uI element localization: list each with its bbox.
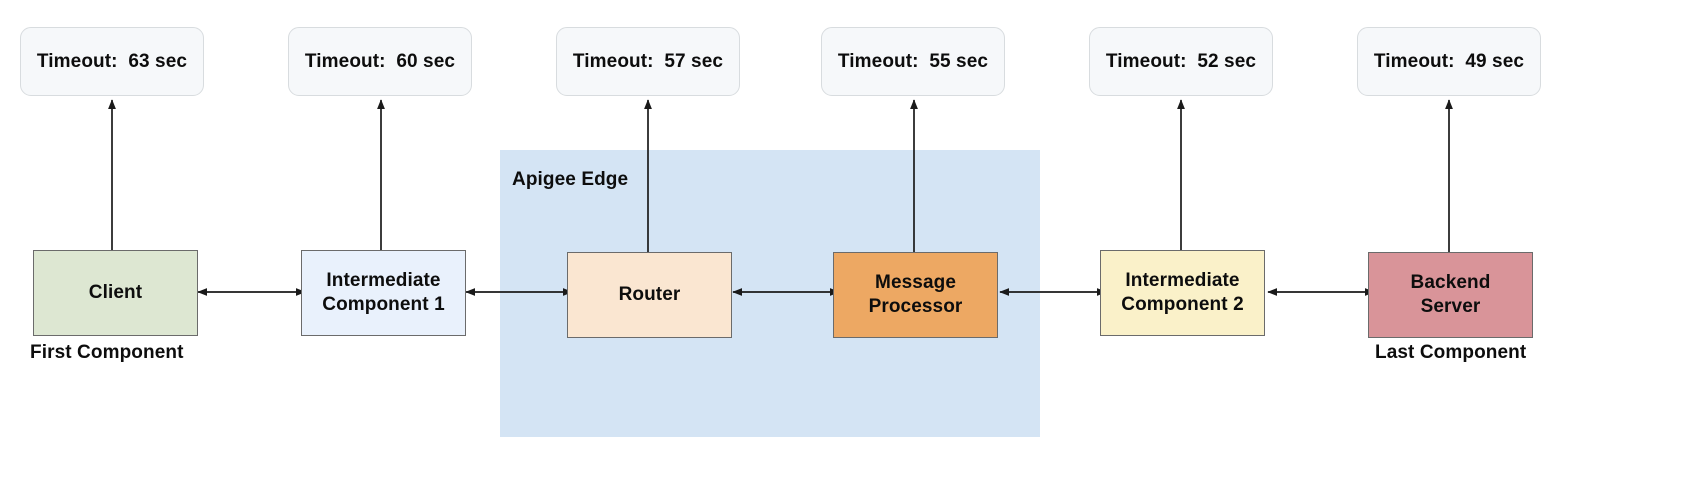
node-intermediate-component-1-label: Intermediate Component 1 [316,269,451,318]
node-intermediate-component-1-line1: Intermediate [326,269,441,291]
node-backend-server-line1: Backend [1410,271,1491,293]
node-intermediate-component-2-line2: Component 2 [1121,294,1244,315]
caption-last-component: Last Component [1375,342,1527,363]
timeout-label-client: Timeout: 63 sec [36,50,188,72]
node-intermediate-component-2-label: Intermediate Component 2 [1115,269,1250,318]
node-message-processor-label: Message Processor [863,271,969,320]
timeout-label-backend-server: Timeout: 49 sec [1373,50,1525,72]
caption-first-component: First Component [30,342,184,363]
timeout-box-backend-server: Timeout: 49 sec [1357,27,1541,96]
timeout-box-router: Timeout: 57 sec [556,27,740,96]
node-client-label: Client [88,281,143,303]
node-backend-server-label: Backend Server [1405,271,1497,320]
timeout-box-client: Timeout: 63 sec [20,27,204,96]
timeout-label-intermediate-component-2: Timeout: 52 sec [1105,50,1257,72]
node-router[interactable]: Router [567,252,732,338]
node-message-processor-line1: Message [875,271,956,293]
node-backend-server[interactable]: Backend Server [1368,252,1533,338]
apigee-edge-label: Apigee Edge [512,169,629,190]
node-message-processor[interactable]: Message Processor [833,252,998,338]
timeout-box-intermediate-component-2: Timeout: 52 sec [1089,27,1273,96]
timeout-label-message-processor: Timeout: 55 sec [837,50,989,72]
timeout-box-intermediate-component-1: Timeout: 60 sec [288,27,472,96]
node-backend-server-line2: Server [1420,296,1481,317]
timeout-box-message-processor: Timeout: 55 sec [821,27,1005,96]
node-intermediate-component-1-line2: Component 1 [322,294,445,315]
node-intermediate-component-1[interactable]: Intermediate Component 1 [301,250,466,336]
timeout-label-intermediate-component-1: Timeout: 60 sec [304,50,456,72]
node-message-processor-line2: Processor [868,296,963,317]
node-intermediate-component-2[interactable]: Intermediate Component 2 [1100,250,1265,336]
node-intermediate-component-2-line1: Intermediate [1125,269,1240,291]
node-client[interactable]: Client [33,250,198,336]
node-router-label: Router [618,283,681,305]
timeout-label-router: Timeout: 57 sec [572,50,724,72]
